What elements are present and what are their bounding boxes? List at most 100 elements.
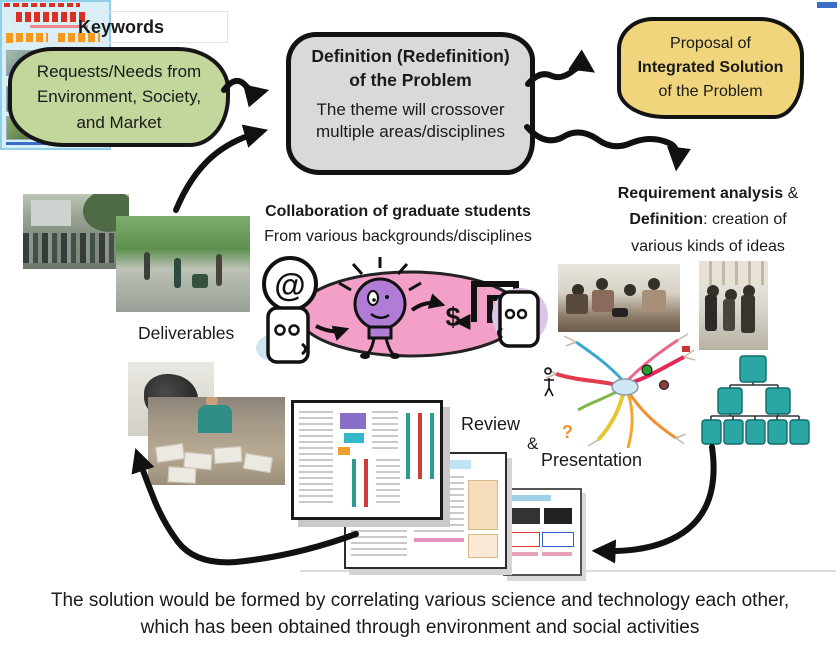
legs-shape [365,337,395,356]
worksheet-pink-line [414,538,464,542]
slide-red-box [510,532,540,547]
keywords-label: Keywords [14,11,228,43]
person-shape [642,290,666,312]
teal-arrow-bar [430,413,434,479]
tree-leaf-node [701,419,722,445]
paper-shape [213,446,243,464]
proposal-line2: Integrated Solution [637,59,784,76]
paper-shape [155,443,185,463]
tree-mid-node [765,387,791,415]
mindmap-branch-pink [626,338,679,382]
ampersand-label: & [527,434,539,453]
tree-leaf-node [767,419,788,445]
person-shape [174,258,181,288]
person-shape [192,274,208,288]
foot-shape [360,353,370,359]
crowd-shape [23,233,129,263]
person-head-shape [725,289,737,301]
eye-icon [367,290,379,306]
tree-mid-node [717,387,743,415]
tree-root-node [739,355,767,383]
collaboration-text: Collaboration of graduate students From … [264,203,532,245]
requests-needs-blob: Requests/Needs from Environment, Society… [8,47,230,147]
person-head-shape [206,397,218,407]
slide-pink-bar [542,552,572,556]
mindmap-branch-orange2 [626,392,634,449]
tree-connectors [710,382,800,420]
person-head-shape [743,285,755,297]
mindmap-branch-orange [626,390,677,440]
mindmap-branch-yellow [596,390,626,442]
person-shape [144,252,150,280]
deliverables-label: Deliverables [138,323,235,343]
left-person-icon [266,306,310,364]
bulb-glass [353,277,407,331]
arrow-to-dollar [410,293,446,312]
slide-pink-bar [510,552,538,556]
worksheet-text [299,411,333,503]
definition-body: The theme will crossover multiple areas/… [316,100,505,142]
mindmap-center-node [611,378,639,396]
arrow-definition-to-proposal [525,49,595,87]
idea-exchange-cartoon: @ $ [256,256,548,364]
person-clipart-icon [544,367,554,397]
eye-icon [516,308,528,320]
flyer-header-text [4,3,80,7]
person-shape [723,299,735,331]
tree-leaf-node [789,419,810,445]
tree-nodes [701,355,810,445]
worksheet-orange-column [468,480,498,530]
smile-shape [370,312,390,319]
flyer-header-badge [817,2,837,8]
presentation-label: Presentation [541,450,643,470]
arrow-to-bulb [315,324,350,341]
person-head-shape [596,278,608,290]
paper-shape [167,466,197,484]
person-shape [741,295,755,333]
worksheet-text [376,459,400,507]
foot-shape [390,353,400,359]
requests-needs-text: Requests/Needs from Environment, Society… [36,61,202,132]
group-photo [23,194,129,269]
paper-shape [242,452,274,474]
mindmap-robot-clipart [682,346,690,352]
tree-leaf-node [723,419,744,445]
mindmap-branch-blue [575,340,626,383]
requirement-analysis-text: Requirement analysis & Definition: creat… [617,185,799,255]
proposal-line1: Proposal of [670,35,751,52]
flyer-subtitle [30,25,88,28]
tree-leaf-node [745,419,766,445]
arrow-to-requirement-analysis [524,124,691,172]
outdoor-activity-photo [116,216,250,312]
eye-icon [288,324,300,336]
worksheet-orange-box [468,534,498,558]
mindmap-figure-green [641,364,653,376]
lightbulb-character [338,257,422,359]
pupil-shape [372,298,376,302]
eye-icon [274,324,286,336]
worktable-photo [148,397,285,485]
dollar-symbol: $ [445,302,460,332]
person-shape [592,290,614,312]
person-head-shape [648,278,660,290]
slide-image [510,508,540,524]
person-shape [705,295,717,331]
slide-blue-box [542,532,574,547]
person-shape [198,405,232,433]
eye-icon [385,295,389,299]
flyer-footer-text [6,142,50,145]
hierarchy-tree-diagram [701,355,810,445]
flyer-heading-left [6,33,48,43]
bottom-caption: The solution would be formed by correlat… [50,590,790,638]
cyan-block [344,433,364,443]
meeting-photo-1 [558,264,680,332]
orange-block [338,447,350,455]
mouth-shape [301,342,307,356]
flyer-title [16,11,88,22]
question-mark-clipart: ? [562,422,573,442]
definition-box: Definition (Redefinition) of the Problem… [286,32,535,175]
worksheet-page-1 [291,400,443,520]
teal-arrow-bar [406,413,410,479]
proposal-line3: of the Problem [658,83,763,100]
mindmap-image: ? [544,333,696,449]
